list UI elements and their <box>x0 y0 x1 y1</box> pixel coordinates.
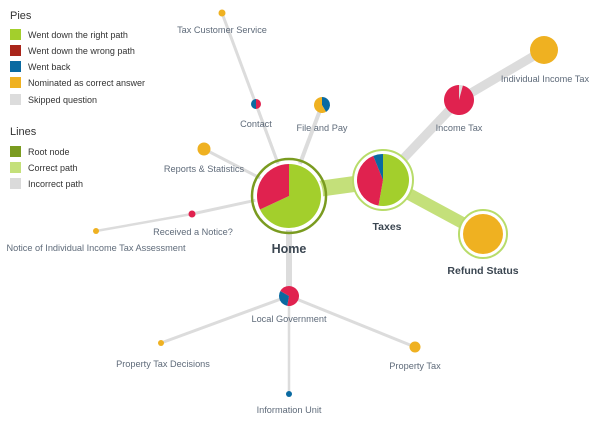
edge-income-tax-individual <box>456 46 547 104</box>
pie-slice-wrong <box>357 155 383 206</box>
legend-swatch-incorrect-path <box>10 178 21 189</box>
node-label-taxes: Taxes <box>373 221 402 233</box>
legend-swatch-right-path <box>10 29 21 40</box>
information-unit-pie <box>286 391 292 397</box>
node-label-refund-status: Refund Status <box>447 265 518 277</box>
pie-slice-back <box>322 97 330 112</box>
pie-slice-skipped <box>459 85 463 100</box>
legend-swatch-correct-path <box>10 162 21 173</box>
pie-slice-wrong <box>444 85 474 116</box>
legend-lines-title: Lines <box>10 126 37 138</box>
node-reports-statistics[interactable]: Reports & Statistics <box>164 142 245 175</box>
pie-slice-back <box>279 291 289 306</box>
contact-pie <box>251 99 261 109</box>
pie-slice-wrong <box>287 286 299 306</box>
income-tax-pie <box>444 85 474 116</box>
individual-income-tax-pie-nominated <box>530 36 558 64</box>
pie-slice-nominated <box>313 97 326 113</box>
node-file-and-pay[interactable]: File and Pay <box>296 97 348 133</box>
node-tax-customer-service[interactable]: Tax Customer Service <box>177 9 267 36</box>
edge-local-property-tax-decisions <box>160 294 290 345</box>
home-pie <box>256 164 322 229</box>
node-label-reports-statistics: Reports & Statistics <box>164 164 245 174</box>
node-contact[interactable]: Contact <box>240 99 272 129</box>
pie-slice-wrong <box>256 164 289 210</box>
node-received-notice[interactable]: Received a Notice? <box>153 210 233 238</box>
node-label-tax-customer-service: Tax Customer Service <box>177 25 267 35</box>
reports-statistics-pie <box>197 142 211 156</box>
node-label-information-unit: Information Unit <box>257 405 322 415</box>
legend-swatch-skipped <box>10 94 21 105</box>
node-property-tax-decisions[interactable]: Property Tax Decisions <box>116 340 210 369</box>
edge-local-property-tax <box>288 294 416 349</box>
legend-label-right-path: Went down the right path <box>28 30 128 40</box>
property-tax-pie <box>409 341 421 353</box>
legend-swatch-nominated <box>10 77 21 88</box>
taxes-pie <box>357 154 410 206</box>
node-taxes[interactable]: Taxes <box>352 149 414 233</box>
node-refund-status[interactable]: Refund Status <box>447 209 519 277</box>
legend-label-correct-path: Correct path <box>28 163 78 173</box>
received-notice-pie <box>188 210 196 218</box>
node-label-received-notice: Received a Notice? <box>153 227 233 237</box>
node-label-notice-assessment: Notice of Individual Income Tax Assessme… <box>6 243 186 253</box>
legend-swatch-root-node <box>10 146 21 157</box>
node-label-property-tax: Property Tax <box>389 361 441 371</box>
legend-label-went-back: Went back <box>28 62 71 72</box>
file-and-pay-pie <box>313 97 330 113</box>
nodes: Home Taxes Refund Status Income Tax Indi… <box>6 9 590 415</box>
node-information-unit[interactable]: Information Unit <box>257 391 322 415</box>
node-label-property-tax-decisions: Property Tax Decisions <box>116 359 210 369</box>
notice-assessment-pie <box>93 228 99 234</box>
pie-slice-back <box>251 99 256 109</box>
property-tax-decisions-pie <box>158 340 164 346</box>
home-root-ring <box>250 157 328 235</box>
node-notice-assessment[interactable]: Notice of Individual Income Tax Assessme… <box>6 228 186 253</box>
pie-slice-right <box>378 154 410 206</box>
legend-label-root-node: Root node <box>28 147 70 157</box>
node-label-individual-income-tax: Individual Income Tax <box>501 74 590 84</box>
legend-label-nominated: Nominated as correct answer <box>28 78 145 88</box>
node-label-contact: Contact <box>240 119 272 129</box>
legend: Pies Went down the right path Went down … <box>10 10 145 189</box>
node-label-local-government: Local Government <box>251 314 327 324</box>
node-label-file-and-pay: File and Pay <box>296 123 347 133</box>
pie-slice-wrong <box>280 286 289 296</box>
legend-pies-title: Pies <box>10 10 32 22</box>
node-individual-income-tax[interactable]: Individual Income Tax <box>501 36 590 84</box>
legend-label-wrong-path: Went down the wrong path <box>28 46 135 56</box>
edge-received-notice-assessment <box>95 212 193 233</box>
tax-customer-service-pie <box>218 9 226 17</box>
legend-swatch-wrong-path <box>10 45 21 56</box>
node-income-tax[interactable]: Income Tax <box>436 85 483 133</box>
node-label-income-tax: Income Tax <box>436 123 483 133</box>
node-home[interactable]: Home <box>250 157 328 256</box>
pie-slice-wrong <box>256 99 261 109</box>
legend-label-incorrect-path: Incorrect path <box>28 179 83 189</box>
pie-slice-right <box>259 164 322 229</box>
node-property-tax[interactable]: Property Tax <box>389 341 441 372</box>
node-local-government[interactable]: Local Government <box>251 286 327 324</box>
legend-swatch-went-back <box>10 61 21 72</box>
pie-slice-back <box>373 154 383 180</box>
legend-label-skipped: Skipped question <box>28 95 97 105</box>
local-government-pie <box>279 286 299 306</box>
node-label-home: Home <box>272 242 307 256</box>
refund-pie-nominated <box>463 214 503 254</box>
